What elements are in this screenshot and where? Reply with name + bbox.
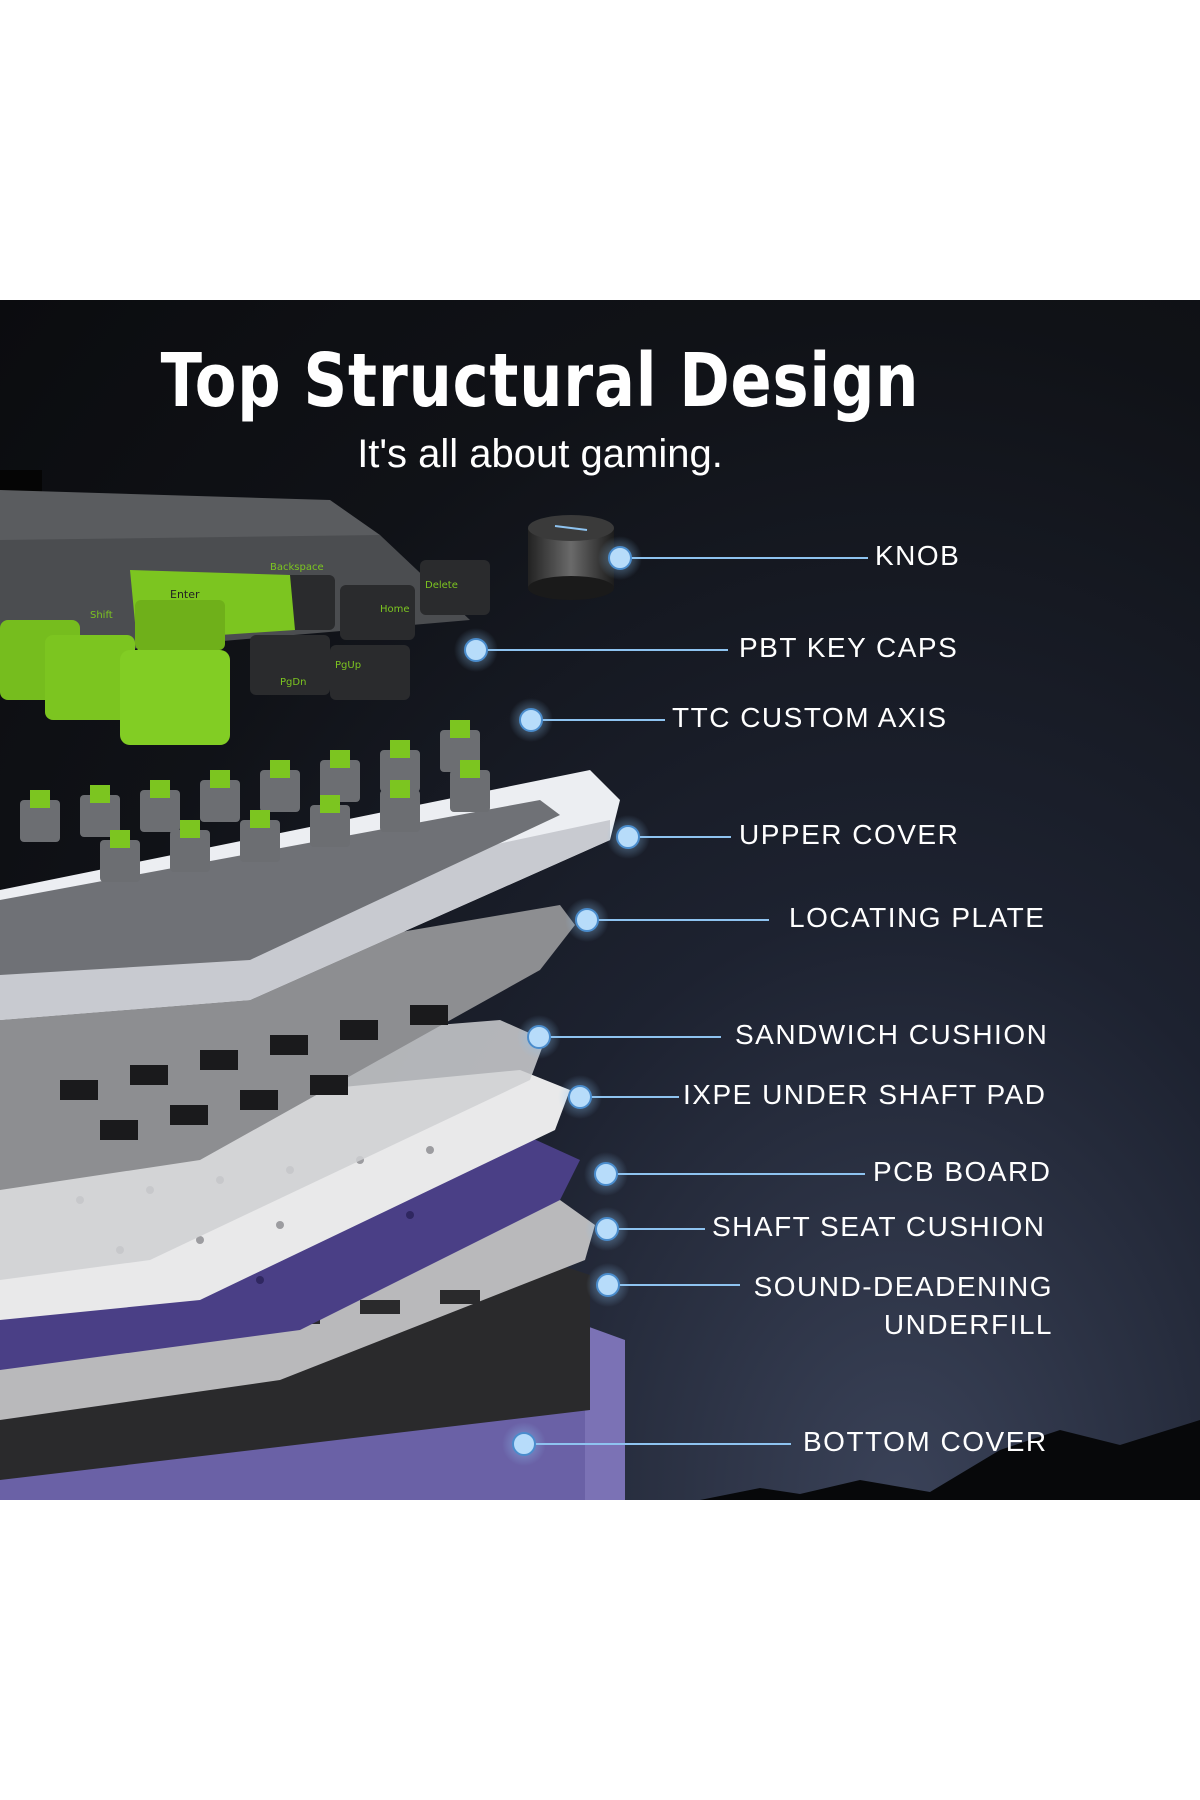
page-title: Top Structural Design (160, 338, 920, 424)
knob-marker-icon (598, 536, 642, 580)
callout-label-bottom-cover: BOTTOM COVER (803, 1426, 1048, 1457)
callout-label-ttc-custom-axis: TTC CUSTOM AXIS (672, 702, 948, 733)
callout-label-shaft-seat-cushion: SHAFT SEAT CUSHION (712, 1211, 1046, 1242)
mountain-silhouette (700, 1420, 1200, 1500)
callout-markers (454, 536, 650, 1466)
pbt-key-caps-marker-icon (454, 628, 498, 672)
keycap-legend-delete: Delete (425, 580, 458, 591)
locating-plate-marker-icon (565, 898, 609, 942)
sandwich-cushion-marker-icon (517, 1015, 561, 1059)
upper-cover-inner (0, 800, 560, 975)
pcb-board-marker-icon (584, 1152, 628, 1196)
keycap-legend-home: Home (380, 604, 410, 615)
diagram-panel: Enter Shift Backspace Home PgUp PgDn Del… (0, 300, 1200, 1500)
callout-label-upper-cover: UPPER COVER (739, 819, 960, 850)
callout-label-sandwich-cushion: SANDWICH CUSHION (735, 1019, 1049, 1050)
ttc-switches (20, 720, 490, 882)
callout-label-sound-deadening-underfill: SOUND-DEADENING UNDERFILL (740, 1268, 1053, 1344)
ixpe-under-shaft-pad-marker-icon (558, 1075, 602, 1119)
keycap-legend-pgdn: PgDn (280, 677, 306, 688)
upper-cover-marker-icon (606, 815, 650, 859)
sound-deadening-underfill-marker-icon (586, 1263, 630, 1307)
keycap-legend-backspace: Backspace (270, 562, 324, 573)
shaft-seat-cushion-marker-icon (585, 1207, 629, 1251)
callout-label-underfill-line2: UNDERFILL (883, 1309, 1053, 1340)
pbt-keycaps: Enter Shift Backspace Home PgUp PgDn Del… (0, 490, 490, 745)
callout-label-sound-deadening-line1: SOUND-DEADENING (753, 1271, 1053, 1302)
page-subtitle: It's all about gaming. (357, 432, 723, 476)
bottom-cover-marker-icon (502, 1422, 546, 1466)
keycap-legend-pgup: PgUp (335, 660, 361, 671)
callout-label-ixpe-under-shaft-pad: IXPE UNDER SHAFT PAD (683, 1079, 1047, 1110)
ttc-custom-axis-marker-icon (509, 698, 553, 742)
keycap-legend-shift: Shift (90, 610, 113, 621)
callout-label-locating-plate: LOCATING PLATE (789, 902, 1046, 933)
callout-label-pbt-key-caps: PBT KEY CAPS (739, 632, 959, 663)
callout-lines (476, 557, 868, 1445)
callout-label-pcb-board: PCB BOARD (873, 1156, 1052, 1187)
callout-label-knob: KNOB (875, 540, 961, 571)
keyboard-exploded-illustration: Enter Shift Backspace Home PgUp PgDn Del… (0, 470, 1200, 1500)
keycap-legend-enter: Enter (170, 588, 200, 601)
plate-cutouts (60, 1005, 448, 1140)
